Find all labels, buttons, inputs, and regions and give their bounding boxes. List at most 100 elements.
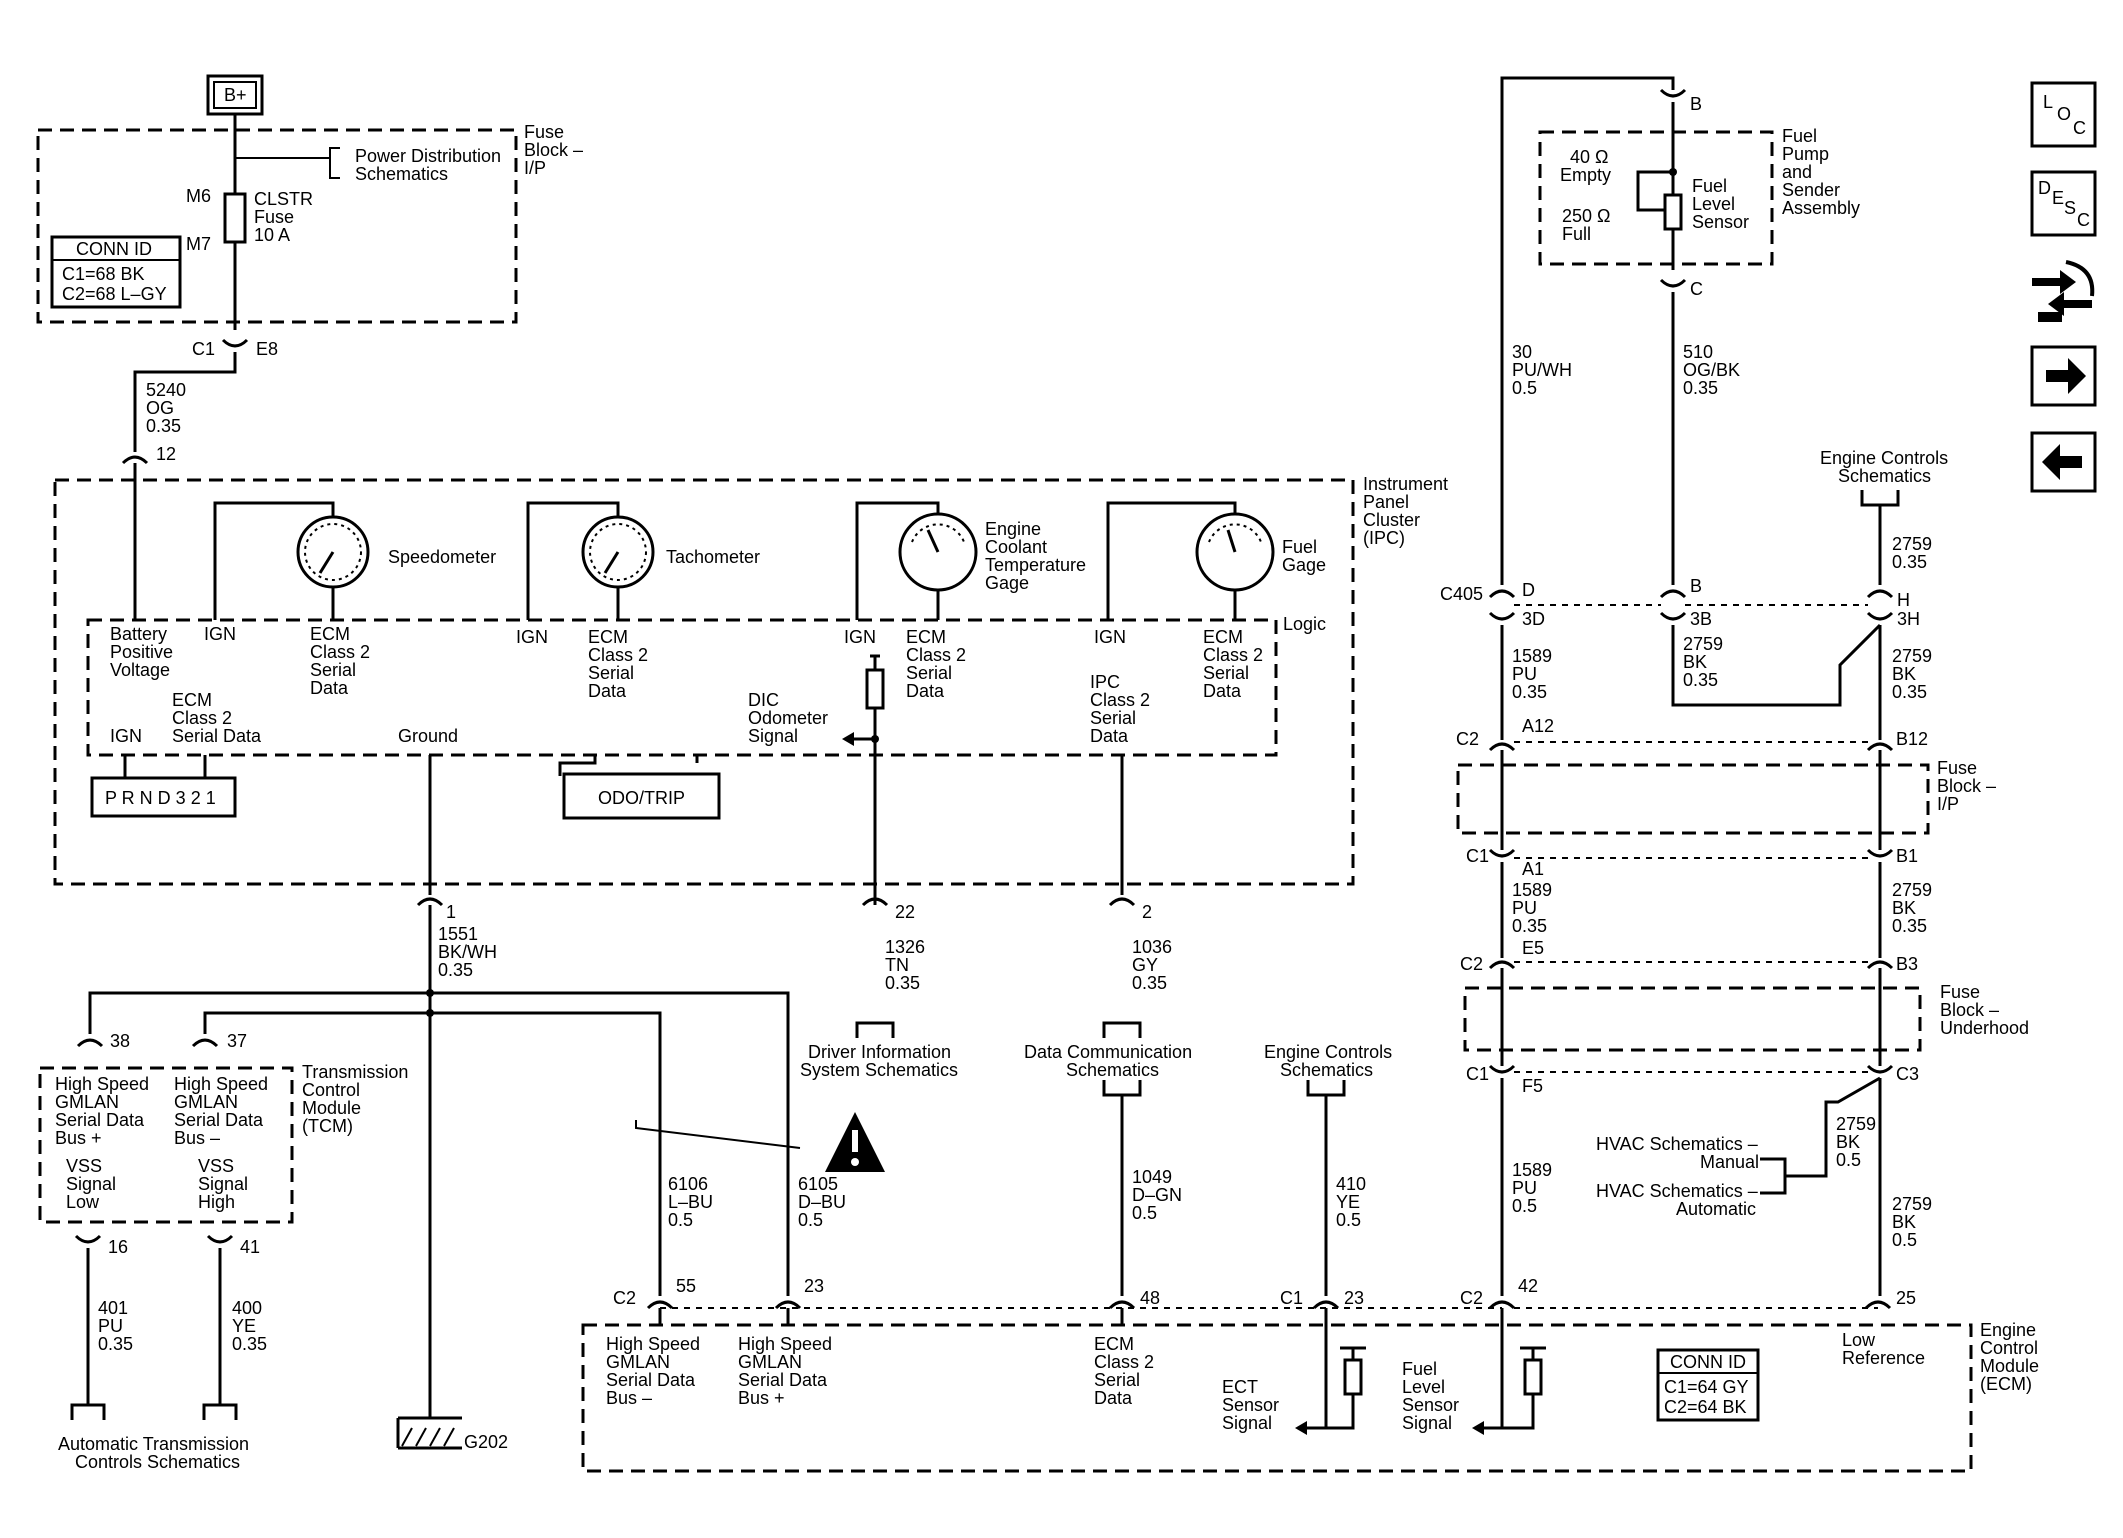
conn-id-box-ip: CONN ID C1=68 BK C2=68 L–GY	[50, 235, 182, 309]
svg-text:P R N D 3 2 1: P R N D 3 2 1	[105, 788, 216, 808]
pin-48: 48	[1140, 1288, 1160, 1308]
ipc-outline	[53, 478, 1355, 886]
g202-label: G202	[464, 1432, 508, 1452]
svg-text:Tachometer: Tachometer	[666, 547, 760, 567]
ecm-c2b-label: C2	[1460, 1288, 1483, 1308]
pin-37: 37	[227, 1031, 247, 1051]
svg-text:C2=64 BK: C2=64 BK	[1664, 1397, 1747, 1417]
battery-positive: B+	[206, 74, 264, 116]
fuse-block-underhood-outline	[1463, 986, 1922, 1052]
pin-23b: 23	[1344, 1288, 1364, 1308]
ign-label-5: IGN	[110, 726, 142, 746]
arrow-right-icon	[2046, 358, 2086, 394]
c405-3d: 3D	[1522, 609, 1545, 629]
pin-2: 2	[1142, 902, 1152, 922]
svg-text:C: C	[2077, 210, 2090, 230]
ipc-logic-outline	[86, 618, 1278, 757]
pin-42: 42	[1518, 1276, 1538, 1296]
prev-arrow-button[interactable]	[2030, 431, 2097, 493]
svg-text:C1=68 BK: C1=68 BK	[62, 264, 145, 284]
ecm-outline	[581, 1323, 1973, 1473]
pin-1: 1	[446, 902, 456, 922]
fuel-level-sensor	[1663, 193, 1683, 231]
pin-38: 38	[110, 1031, 130, 1051]
c405-label: C405	[1440, 584, 1483, 604]
bplus-label: B+	[224, 85, 247, 105]
fb-uh-c1: C1	[1466, 1064, 1489, 1084]
fuel-pin-c: C	[1690, 279, 1703, 299]
connector-swap-icon[interactable]	[2032, 260, 2095, 322]
odo-trip-button[interactable]	[562, 772, 721, 820]
c405-d: D	[1522, 580, 1535, 600]
arrow-left-icon	[2042, 444, 2082, 480]
tachometer-gauge: Tachometer	[526, 501, 760, 620]
svg-text:E: E	[2052, 188, 2064, 208]
ground-label: Ground	[398, 726, 458, 746]
pin-m7: M7	[186, 234, 211, 254]
svg-text:D: D	[2038, 178, 2051, 198]
pin-e8: E8	[256, 339, 278, 359]
c405-h: H	[1897, 590, 1910, 610]
ign-label-3: IGN	[844, 627, 876, 647]
pin-23: 23	[804, 1276, 824, 1296]
ign-label-2: IGN	[516, 627, 548, 647]
clstr-fuse	[223, 192, 247, 244]
fb-uh-c2: C2	[1460, 954, 1483, 974]
ecm-c1-label: C1	[1280, 1288, 1303, 1308]
svg-text:CONN ID: CONN ID	[1670, 1352, 1746, 1372]
svg-text:S: S	[2064, 198, 2076, 218]
pin-12: 12	[156, 444, 176, 464]
fb-uh-b3: B3	[1896, 954, 1918, 974]
loc-button[interactable]: L O C	[2030, 81, 2097, 148]
pin-41: 41	[240, 1237, 260, 1257]
fb-ip-b1: B1	[1896, 846, 1918, 866]
svg-text:ODO/TRIP: ODO/TRIP	[598, 788, 685, 808]
fb-ip-b12: B12	[1896, 729, 1928, 749]
pin-25: 25	[1896, 1288, 1916, 1308]
ecm-c2-label: C2	[613, 1288, 636, 1308]
tcm-outline	[38, 1066, 294, 1224]
desc-button[interactable]: D E S C	[2030, 170, 2097, 237]
next-arrow-button[interactable]	[2030, 345, 2097, 407]
